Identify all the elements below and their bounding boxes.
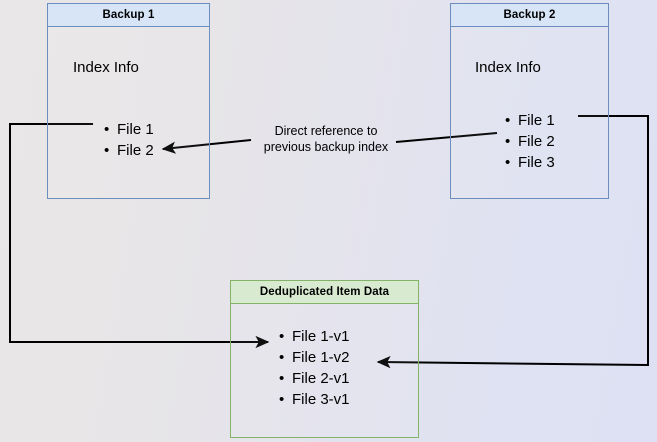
node-deduplicated-item-data-body: File 1-v1 File 1-v2 File 2-v1 File 3-v1: [231, 304, 418, 437]
backup-1-file-list: File 1 File 2: [101, 119, 154, 161]
list-item: File 3-v1: [279, 389, 349, 410]
node-backup-2[interactable]: Backup 2 Index Info File 1 File 2 File 3: [450, 3, 609, 199]
backup-1-index-info-label: Index Info: [73, 59, 139, 76]
node-backup-2-body: Index Info File 1 File 2 File 3: [451, 27, 608, 198]
dedup-item-list: File 1-v1 File 1-v2 File 2-v1 File 3-v1: [276, 326, 349, 410]
list-item: File 1-v2: [279, 347, 349, 368]
node-backup-1[interactable]: Backup 1 Index Info File 1 File 2: [47, 3, 210, 199]
list-item: File 1: [505, 110, 555, 131]
backup-2-index-info-label: Index Info: [475, 59, 541, 76]
list-item: File 2-v1: [279, 368, 349, 389]
node-backup-1-body: Index Info File 1 File 2: [48, 27, 209, 198]
backup-2-file-list: File 1 File 2 File 3: [502, 110, 555, 173]
list-item: File 2: [505, 131, 555, 152]
list-item: File 1-v1: [279, 326, 349, 347]
node-backup-2-title: Backup 2: [451, 4, 608, 27]
edge-label-direct-reference: Direct reference to previous backup inde…: [263, 124, 389, 154]
list-item: File 2: [104, 140, 154, 161]
node-deduplicated-item-data[interactable]: Deduplicated Item Data File 1-v1 File 1-…: [230, 280, 419, 438]
list-item: File 1: [104, 119, 154, 140]
node-backup-1-title: Backup 1: [48, 4, 209, 27]
node-deduplicated-item-data-title: Deduplicated Item Data: [231, 281, 418, 304]
list-item: File 3: [505, 152, 555, 173]
